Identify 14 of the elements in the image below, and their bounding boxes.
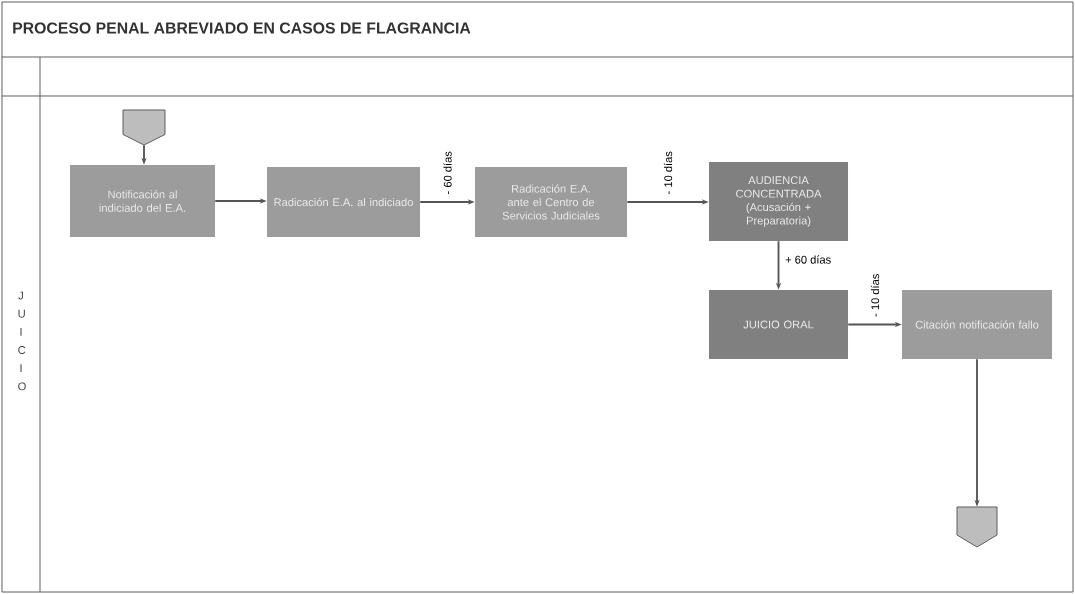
edge-label: - 10 días [663,151,673,194]
title: PROCESO PENAL ABREVIADO EN CASOS DE FLAGRANCIA [13,22,471,34]
process-box: Radicación E.A. al indiciado [267,167,420,237]
off-page-connector [956,506,998,548]
process-box: AUDIENCIA CONCENTRADA (Acusación + Preparatoria) [709,162,848,241]
lane-label: J U I C I O [18,291,26,391]
process-box: Notificación al indiciado del E.A. [70,165,215,237]
process-box: Citación notificación fallo [902,290,1052,359]
process-box: JUICIO ORAL [709,290,848,359]
edge-label: - 10 días [870,274,880,317]
edge-label: - 60 días [443,151,452,194]
edge-label: + 60 días [785,255,831,264]
process-box: Radicación E.A. ante el Centro de Servicios Judiciales [475,167,627,237]
off-page-connector [122,109,166,146]
